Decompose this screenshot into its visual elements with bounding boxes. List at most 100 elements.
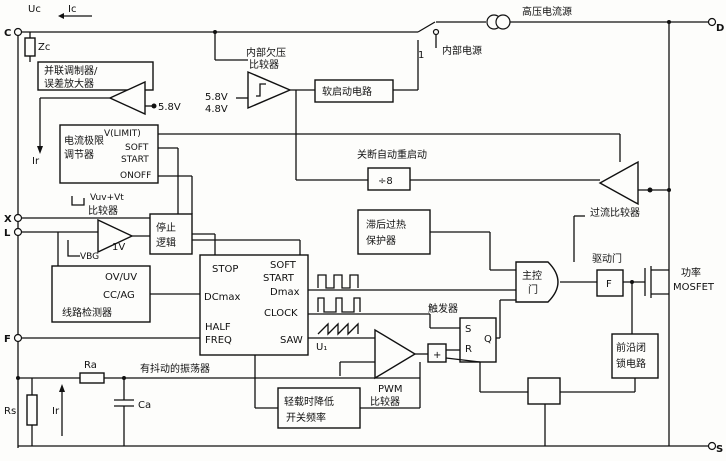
ovp-ref-wire	[71, 196, 85, 206]
uv-comparator-label-2: 比较器	[249, 58, 279, 71]
drain-junction	[667, 20, 671, 24]
main-gate-label-1: 主控	[522, 269, 542, 282]
ir-bottom-arrowhead	[59, 384, 65, 392]
reg-output-soft: SOFT	[125, 143, 149, 153]
trigger-label: 触发器	[428, 302, 458, 315]
shunt-ref-label: 5.8V	[158, 102, 181, 113]
ra-label: Ra	[84, 360, 97, 371]
pin-l-label: L	[4, 228, 11, 239]
mosfet-label-1: 功率	[681, 266, 701, 279]
pwm-label-1: PWM	[378, 384, 403, 395]
thermal-label-1: 滞后过热	[366, 218, 406, 231]
uv-comparator-symbol	[247, 70, 292, 110]
reg-output-start: START	[121, 155, 149, 165]
rs-resistor	[26, 394, 38, 426]
vbg-wire	[67, 240, 80, 257]
sr-q-pin: Q	[484, 334, 492, 345]
uc-label: Uc	[28, 4, 41, 15]
vbg-label: VBG	[80, 252, 99, 262]
sense-to-sum	[445, 357, 481, 363]
ir-bottom-label: Ir	[52, 406, 60, 417]
osc-soft: SOFT	[270, 260, 297, 271]
pwm-comparator-symbol	[374, 328, 417, 380]
shunt-regulator-label-2: 误差放大器	[44, 77, 94, 90]
switch-contact	[432, 28, 440, 36]
jitter-osc-label: 有抖动的振荡器	[140, 362, 210, 375]
pin-d-terminal	[707, 17, 717, 27]
pin-s-terminal	[707, 441, 717, 451]
light-load-label-1: 轻载时降低	[284, 395, 334, 408]
line-detector-label: 线路检测器	[62, 306, 112, 319]
ocp-comparator-symbol	[598, 160, 639, 206]
reg-output-vlimit: V(LIMIT)	[104, 129, 141, 139]
reg-output-onoff: ONOFF	[120, 171, 151, 181]
sum-node-plus: +	[433, 350, 441, 361]
sr-r-pin: R	[465, 344, 472, 355]
zc-label: Zc	[38, 42, 50, 53]
osc-dcmax: DCmax	[204, 292, 241, 303]
driver-box	[596, 269, 624, 297]
shunt-regulator-box	[37, 61, 154, 91]
stop-logic-label-1: 停止	[156, 221, 176, 234]
osc-dmax: Dmax	[270, 287, 300, 298]
osc-stop: STOP	[212, 264, 238, 275]
pin-s-label: S	[716, 444, 723, 455]
internal-supply-label: 内部电源	[442, 44, 482, 57]
main-gate-symbol	[515, 261, 559, 303]
shutdown-restart-label: 关断自动重启动	[357, 148, 427, 161]
line-detect-cc-ag: CC/AG	[103, 290, 135, 301]
pin-l-terminal	[13, 227, 23, 237]
ref-dot	[151, 103, 157, 109]
clock-waveform	[317, 297, 361, 313]
osc-start: START	[263, 273, 295, 284]
ir-arrowhead	[37, 146, 43, 154]
pin-f-label: F	[4, 334, 11, 345]
ca-label: Ca	[138, 400, 151, 411]
ra-rail-junction	[16, 376, 20, 380]
ovp-label: Vuv+Vt	[90, 193, 124, 203]
pin-x-terminal	[13, 213, 23, 223]
light-load-label-2: 开关频率	[286, 411, 326, 424]
ocp-sense-dot	[647, 187, 653, 193]
pin-f-terminal	[13, 333, 23, 343]
pin-c-label: C	[4, 28, 11, 39]
divide-by-8-box	[367, 167, 411, 191]
current-limit-label-1: 电流极限	[64, 134, 104, 147]
pin-x-label: X	[4, 214, 12, 225]
ir-top-label: Ir	[32, 156, 40, 167]
soft-start-circuit-label: 软启动电路	[322, 85, 372, 98]
light-load-box	[277, 387, 361, 429]
hysteresis-icon	[256, 83, 266, 97]
ocp-comparator-label: 过流比较器	[590, 206, 640, 219]
uv-threshold-2: 4.8V	[205, 104, 228, 115]
line-detect-ov-uv: OV/UV	[105, 272, 137, 283]
ra-resistor	[79, 372, 105, 384]
line-comparator-symbol	[97, 218, 134, 254]
sr-flipflop-box	[459, 317, 497, 363]
dmax-waveform	[317, 274, 359, 289]
osc-clock: CLOCK	[264, 308, 298, 319]
main-gate-label-2: 门	[528, 283, 538, 296]
leb-box	[611, 333, 659, 379]
pin-c-terminal	[13, 27, 23, 37]
comparator-label: 比较器	[88, 204, 118, 217]
divide-by-8-label: ÷8	[378, 176, 393, 187]
stop-logic-label-2: 逻辑	[156, 236, 176, 249]
sr-s-pin: S	[465, 324, 471, 335]
current-limit-label-2: 调节器	[64, 149, 94, 161]
v1-label: 1V	[112, 242, 125, 253]
line-detector-box	[51, 265, 151, 323]
switch-blade	[417, 21, 436, 33]
ic-label: Ic	[68, 4, 76, 15]
error-amp-symbol	[108, 80, 146, 116]
driver-label: 驱动门	[592, 252, 622, 265]
hv-source-symbol-2	[495, 14, 511, 30]
osc-freq: FREQ	[205, 335, 232, 346]
osc-saw: SAW	[280, 335, 303, 346]
rs-label: Rs	[4, 406, 16, 417]
u1-label: U₁	[316, 342, 327, 353]
thermal-shutdown-box	[357, 209, 431, 255]
stop-logic-box	[149, 213, 193, 255]
thermal-label-2: 保护器	[366, 234, 396, 247]
